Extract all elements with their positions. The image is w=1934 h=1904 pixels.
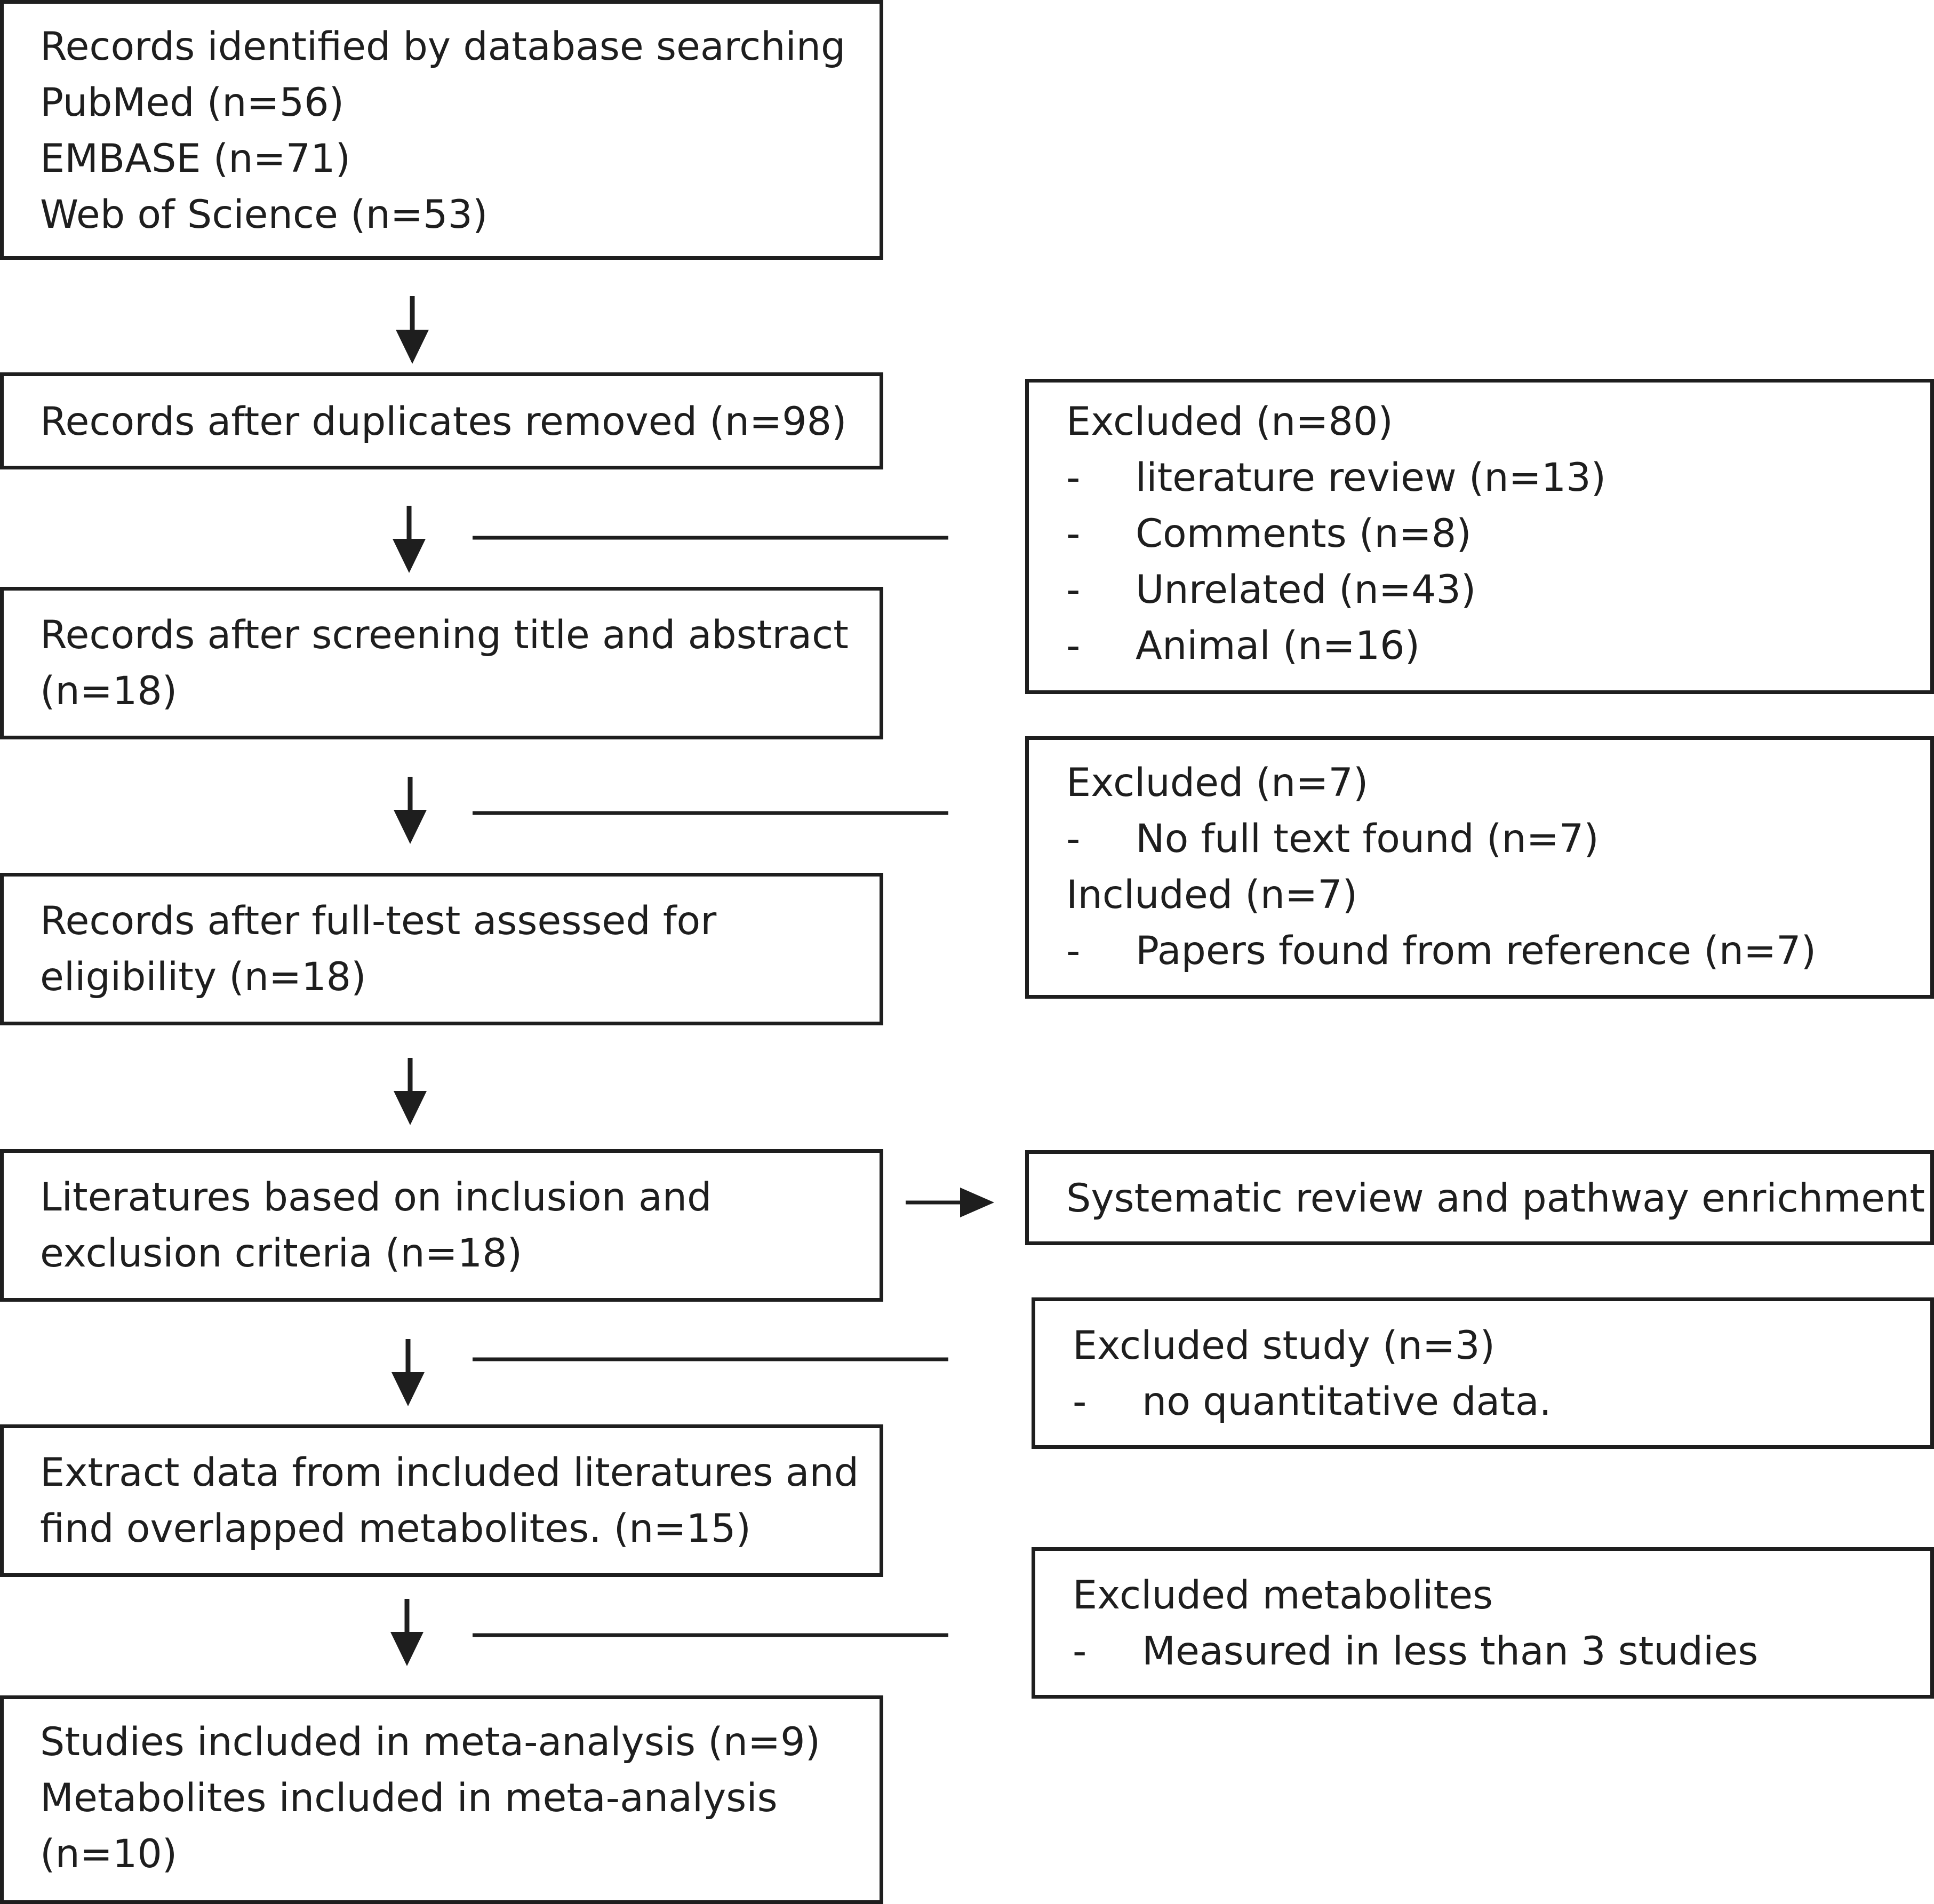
criteria-line-2: exclusion criteria (n=18) — [40, 1231, 523, 1276]
excluded-screening-item-4: Animal (n=16) — [1136, 623, 1420, 668]
screening-line-1: Records after screening title and abstra… — [40, 612, 849, 658]
bullet-dash: - — [1066, 455, 1081, 500]
excluded-screening-item-3: Unrelated (n=43) — [1136, 567, 1476, 612]
down-arrow-6 — [390, 1599, 423, 1666]
criteria-line-1: Literatures based on inclusion and — [40, 1175, 712, 1220]
bullet-dash: - — [1066, 816, 1081, 862]
duplicates-removed-box: Records after duplicates removed (n=98) — [0, 372, 883, 469]
identified-line-4: Web of Science (n=53) — [40, 192, 488, 237]
excluded-study-box: Excluded study (n=3) - no quantitative d… — [1032, 1297, 1934, 1449]
screening-box: Records after screening title and abstra… — [0, 587, 883, 739]
meta-analysis-line-2: Metabolites included in meta-analysis — [40, 1775, 778, 1821]
full-text-line-2: eligibility (n=18) — [40, 954, 366, 1000]
identified-box: Records identified by database searching… — [0, 0, 883, 260]
bullet-dash: - — [1066, 928, 1081, 974]
duplicates-removed-line-1: Records after duplicates removed (n=98) — [40, 399, 847, 444]
systematic-review-box: Systematic review and pathway enrichment — [1025, 1150, 1934, 1245]
excluded-metabolites-box: Excluded metabolites - Measured in less … — [1032, 1547, 1934, 1699]
criteria-box: Literatures based on inclusion and exclu… — [0, 1149, 883, 1302]
systematic-review-label: Systematic review and pathway enrichment — [1066, 1176, 1925, 1221]
down-arrow-5 — [391, 1339, 425, 1406]
meta-analysis-box: Studies included in meta-analysis (n=9) … — [0, 1695, 883, 1904]
screening-line-2: (n=18) — [40, 668, 178, 714]
bullet-dash: - — [1066, 511, 1081, 556]
bullet-dash: - — [1073, 1629, 1087, 1674]
down-arrow-3 — [394, 777, 427, 844]
full-text-line-1: Records after full-test assessed for — [40, 898, 717, 944]
down-arrow-1 — [396, 296, 429, 364]
excluded-screening-item-1: literature review (n=13) — [1136, 455, 1607, 500]
bullet-dash: - — [1066, 623, 1081, 668]
meta-analysis-line-3: (n=10) — [40, 1831, 178, 1877]
excluded-full-text-item-1: No full text found (n=7) — [1136, 816, 1599, 862]
excluded-screening-box: Excluded (n=80) - literature review (n=1… — [1025, 379, 1934, 694]
excluded-screening-item-2: Comments (n=8) — [1136, 511, 1472, 556]
full-text-box: Records after full-test assessed for eli… — [0, 873, 883, 1025]
excluded-study-heading: Excluded study (n=3) — [1073, 1323, 1496, 1368]
identified-line-3: EMBASE (n=71) — [40, 136, 351, 181]
bullet-dash: - — [1066, 567, 1081, 612]
identified-line-2: PubMed (n=56) — [40, 80, 345, 125]
excluded-study-item-1: no quantitative data. — [1142, 1379, 1552, 1424]
extract-line-1: Extract data from included literatures a… — [40, 1450, 859, 1495]
down-arrow-2 — [393, 506, 426, 573]
meta-analysis-line-1: Studies included in meta-analysis (n=9) — [40, 1719, 821, 1765]
excluded-screening-heading: Excluded (n=80) — [1066, 399, 1393, 444]
excluded-full-text-heading: Excluded (n=7) — [1066, 760, 1369, 806]
bullet-dash: - — [1073, 1379, 1087, 1424]
extract-box: Extract data from included literatures a… — [0, 1424, 883, 1577]
included-heading: Included (n=7) — [1066, 872, 1358, 918]
included-item-1: Papers found from reference (n=7) — [1136, 928, 1817, 974]
extract-line-2: find overlapped metabolites. (n=15) — [40, 1506, 751, 1551]
excluded-full-text-box: Excluded (n=7) - No full text found (n=7… — [1025, 736, 1934, 999]
right-arrow-systematic-review — [906, 1188, 994, 1217]
down-arrow-4 — [394, 1058, 427, 1125]
identified-line-1: Records identified by database searching — [40, 24, 846, 69]
excluded-metabolites-heading: Excluded metabolites — [1073, 1573, 1493, 1618]
excluded-metabolites-item-1: Measured in less than 3 studies — [1142, 1629, 1759, 1674]
